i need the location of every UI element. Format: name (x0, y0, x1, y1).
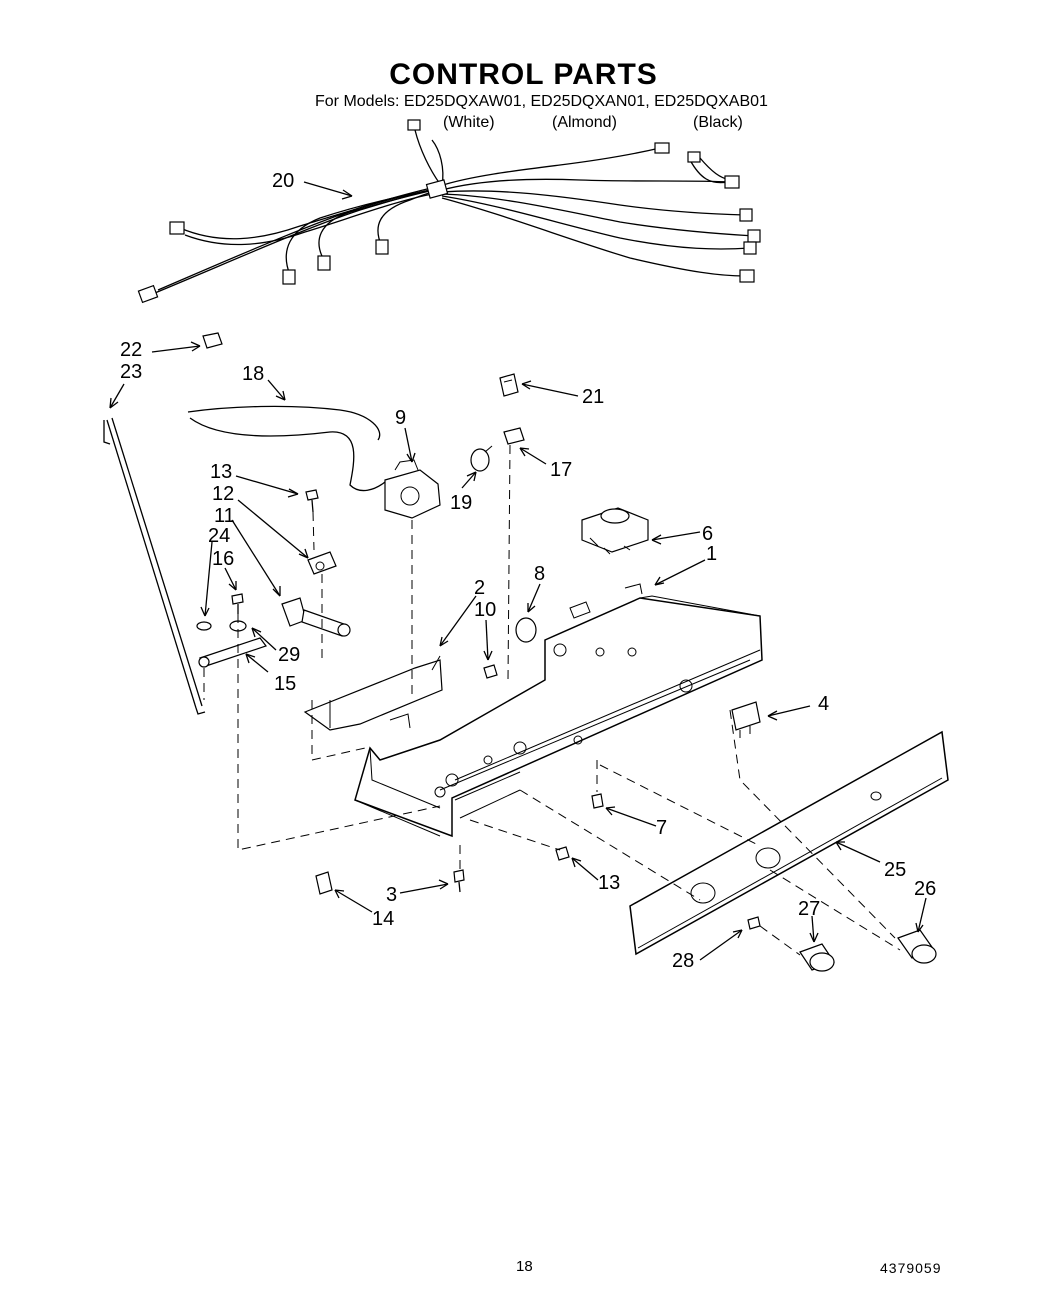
part-6-timer (581, 507, 649, 555)
callout-29: 29 (278, 644, 300, 666)
part-12-clip (307, 551, 337, 575)
part-14-clip (315, 871, 333, 895)
document-number: 4379059 (880, 1260, 942, 1276)
part-1-control-housing (354, 583, 763, 838)
callout-14: 14 (372, 908, 394, 930)
part-7-screw (591, 793, 604, 809)
part-18-capillary (187, 405, 386, 492)
leader-lines (109, 181, 927, 961)
part-23-rod (103, 417, 206, 715)
callout-15: 15 (274, 673, 296, 695)
variant-almond: (Almond) (552, 114, 617, 131)
callout-1: 1 (706, 543, 717, 565)
part-22-clip (202, 332, 223, 349)
part-11-damper-control (281, 597, 351, 637)
part-25-trim-panel (629, 730, 949, 956)
callout-10: 10 (474, 599, 496, 621)
part-21-bracket (499, 373, 519, 397)
variant-white: (White) (443, 114, 495, 131)
callout-4: 4 (818, 693, 829, 715)
callout-9: 9 (395, 407, 406, 429)
part-2-bracket (303, 655, 443, 731)
callout-21: 21 (582, 386, 604, 408)
part-19-bulb (470, 445, 493, 472)
callout-24: 24 (208, 525, 230, 547)
callout-23: 23 (120, 361, 142, 383)
variant-black: (Black) (693, 114, 743, 131)
part-13-screw-upper (305, 489, 319, 513)
part-16-screw (231, 593, 244, 614)
callout-3: 3 (386, 884, 397, 906)
callout-20: 20 (272, 170, 294, 192)
callout-labels: 20 22 23 18 21 9 13 12 11 24 16 17 19 6 … (120, 170, 936, 972)
callout-26: 26 (914, 878, 936, 900)
part-15-link (198, 637, 267, 668)
wire-harness (137, 119, 761, 304)
part-10-screw (483, 664, 498, 679)
callout-16: 16 (212, 548, 234, 570)
callout-7: 7 (656, 817, 667, 839)
part-17-lamp-socket (503, 427, 525, 445)
callout-18: 18 (242, 363, 264, 385)
assembly-lines (203, 444, 901, 956)
callout-22: 22 (120, 339, 142, 361)
callout-19: 19 (450, 492, 472, 514)
callout-25: 25 (884, 859, 906, 881)
callout-27: 27 (798, 898, 820, 920)
callout-8: 8 (534, 563, 545, 585)
callout-12: 12 (212, 483, 234, 505)
callout-11: 11 (214, 505, 235, 527)
part-27-knob (799, 943, 835, 972)
part-9-control (384, 459, 441, 519)
callout-17: 17 (550, 459, 572, 481)
part-8-plug (515, 617, 537, 643)
callout-13-upper: 13 (210, 461, 232, 483)
callout-13-lower: 13 (598, 872, 620, 894)
callout-6: 6 (702, 523, 713, 545)
part-3-screw (453, 869, 465, 893)
model-list: For Models: ED25DQXAW01, ED25DQXAN01, ED… (315, 93, 768, 110)
part-28-clip (747, 916, 761, 930)
part-24-washer (196, 621, 212, 631)
part-26-knob (897, 929, 937, 964)
part-4-switch (731, 701, 761, 738)
callout-28: 28 (672, 950, 694, 972)
page-number: 18 (516, 1258, 533, 1275)
callout-2: 2 (474, 577, 485, 599)
page-title: CONTROL PARTS (389, 58, 658, 91)
